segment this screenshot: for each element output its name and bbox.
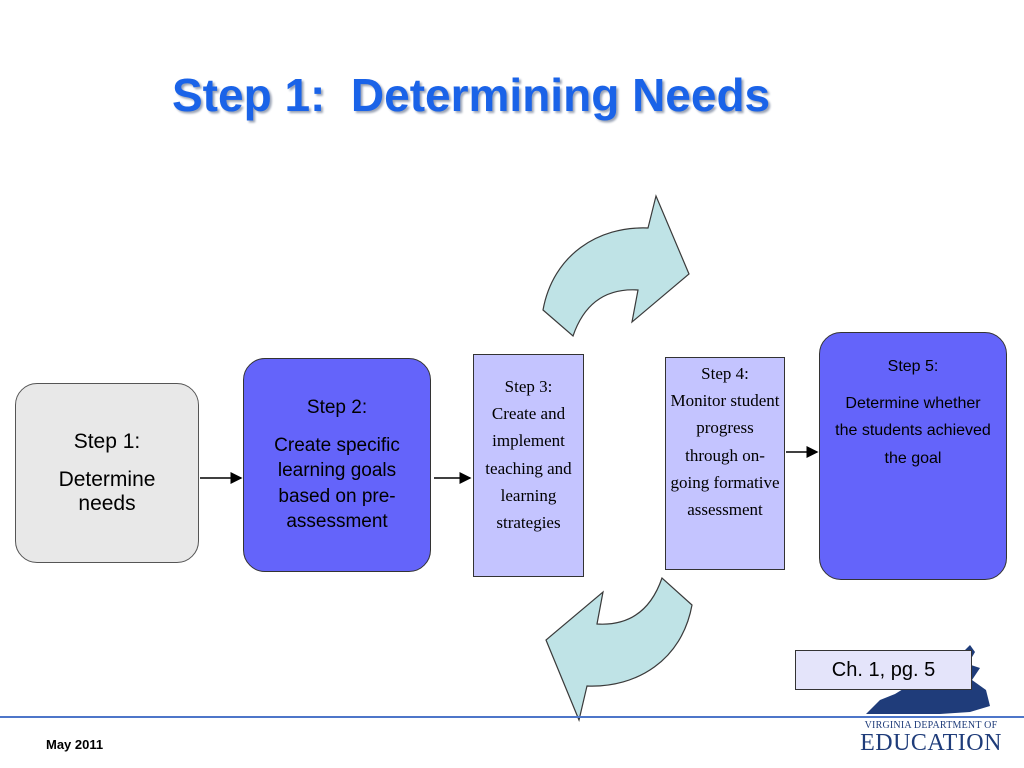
step4-text: Monitor student progress through on-goin… bbox=[670, 391, 780, 519]
step5-box: Step 5: Determine whether the students a… bbox=[819, 332, 1007, 580]
step2-box: Step 2: Create specific learning goals b… bbox=[243, 358, 431, 572]
step2-text: Create specific learning goals based on … bbox=[274, 434, 400, 533]
step4-box: Step 4: Monitor student progress through… bbox=[665, 357, 785, 570]
curved-arrow-top bbox=[542, 194, 690, 338]
footer-date: May 2011 bbox=[46, 737, 104, 752]
logo-education-text: EDUCATION bbox=[860, 730, 1002, 756]
curved-arrow-bottom bbox=[545, 576, 693, 722]
step1-box: Step 1: Determine needs bbox=[15, 383, 199, 563]
step4-heading: Step 4: bbox=[701, 364, 749, 383]
footer-divider bbox=[0, 716, 1024, 718]
step5-text: Determine whether the students achieved … bbox=[835, 395, 991, 467]
logo-department-text: VIRGINIA DEPARTMENT OF bbox=[864, 720, 998, 731]
step2-heading: Step 2: bbox=[306, 396, 368, 418]
step3-text: Create and implement teaching and learni… bbox=[485, 404, 572, 532]
step3-heading: Step 3: bbox=[504, 377, 553, 396]
chapter-reference: Ch. 1, pg. 5 bbox=[795, 650, 972, 690]
slide-title: Step 1: Determining Needs bbox=[172, 69, 771, 121]
step1-heading: Step 1: bbox=[73, 430, 141, 453]
step3-box: Step 3: Create and implement teaching an… bbox=[473, 354, 584, 577]
step1-text: Determine needs bbox=[58, 468, 156, 515]
step5-heading: Step 5: bbox=[887, 358, 939, 375]
